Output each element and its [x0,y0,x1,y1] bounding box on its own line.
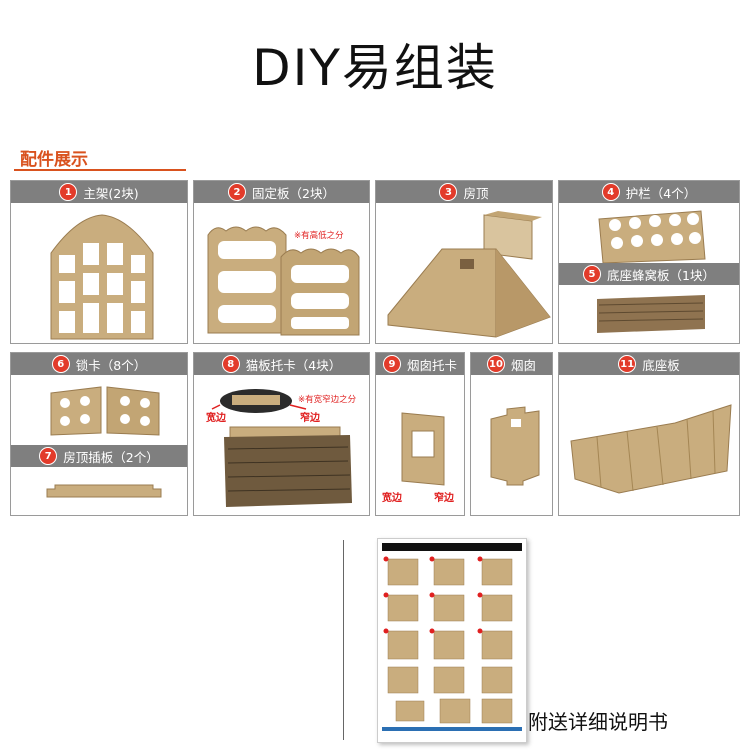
part-header-9: 9 烟囱托卡 [376,353,464,375]
part-header-5: 5 底座蜂窝板（1块） [559,263,739,285]
part-label: 猫板托卡（4块） [245,357,342,373]
part-number-badge: 11 [618,355,637,373]
part-label: 护栏（4个） [625,185,697,201]
part-number-badge: 10 [486,355,505,373]
fixing-board-image [207,226,360,336]
main-frame-image [50,214,154,340]
part-number-badge: 6 [51,355,70,373]
part-label: 烟囱 [510,357,536,373]
part-header-4: 4 护栏（4个） [559,181,739,203]
part-number-badge: 4 [601,183,620,201]
manual-steps-illustration [382,556,522,731]
part-number-badge: 1 [59,183,78,201]
roof-insert-board-image [46,484,162,498]
manual-caption: 附送详细说明书 [528,710,668,734]
chimney-holder-image [401,412,445,486]
part-number-badge: 3 [439,183,458,201]
page-title: DIY易组装 [252,39,498,97]
part-panel-1: 1 主架(2块) [10,180,188,344]
narrow-edge-label: 窄边 [434,493,454,504]
part-header-3: 3 房顶 [376,181,552,203]
part-label: 底座蜂窝板（1块） [607,267,715,283]
part-label: 房顶插板（2个） [63,449,159,465]
instruction-manual-image [377,538,527,743]
part-label: 烟囱托卡 [406,357,457,373]
part-label: 固定板（2块） [252,185,335,201]
roof-image [387,211,551,338]
manual-header-bar [382,543,522,551]
wide-edge-label: 宽边 [382,493,402,504]
section-underline [14,169,186,171]
part-number-badge: 9 [382,355,401,373]
part-number-badge: 7 [39,447,58,465]
part-number-badge: 5 [583,265,602,283]
part-header-1: 1 主架(2块) [11,181,187,203]
divider [343,540,344,740]
part-header-11: 11 底座板 [559,353,739,375]
part-panel-2: 2 固定板（2块） ※有高低之分 [193,180,370,344]
guardrail-image [598,210,706,264]
cat-board-holder-image [211,389,352,507]
part-label: 房顶 [463,185,489,201]
part-label: 锁卡（8个） [75,357,147,373]
wide-edge-label: 宽边 [206,413,226,424]
part-header-8: 8 猫板托卡（4块） [194,353,369,375]
base-board-image [570,404,732,494]
narrow-edge-label: 窄边 [300,413,320,424]
part-panel-10: 10 烟囱 [470,352,553,516]
part-panel-8: 8 猫板托卡（4块） ※有宽窄边之分 宽边 窄边 [193,352,370,516]
part-number-badge: 2 [228,183,247,201]
part-header-10: 10 烟囱 [471,353,552,375]
honeycomb-base-image [597,295,705,333]
part-panel-6-7: 6 锁卡（8个） 7 房顶插板（2个） [10,352,188,516]
chimney-image [490,406,540,486]
part-panel-3: 3 房顶 [375,180,553,344]
part-header-7: 7 房顶插板（2个） [11,445,187,467]
part-label: 底座板 [642,357,680,373]
lock-clip-image [50,386,160,436]
part-note: ※有宽窄边之分 [298,395,357,405]
part-number-badge: 8 [221,355,240,373]
part-panel-9: 9 烟囱托卡 宽边 窄边 [375,352,465,516]
part-panel-4-5: 4 护栏（4个） 5 底座蜂窝板（1块） [558,180,740,344]
section-label: 配件展示 [20,150,88,170]
part-panel-11: 11 底座板 [558,352,740,516]
part-label: 主架(2块) [83,185,139,201]
part-header-6: 6 锁卡（8个） [11,353,187,375]
part-note: ※有高低之分 [294,231,344,241]
part-header-2: 2 固定板（2块） [194,181,369,203]
